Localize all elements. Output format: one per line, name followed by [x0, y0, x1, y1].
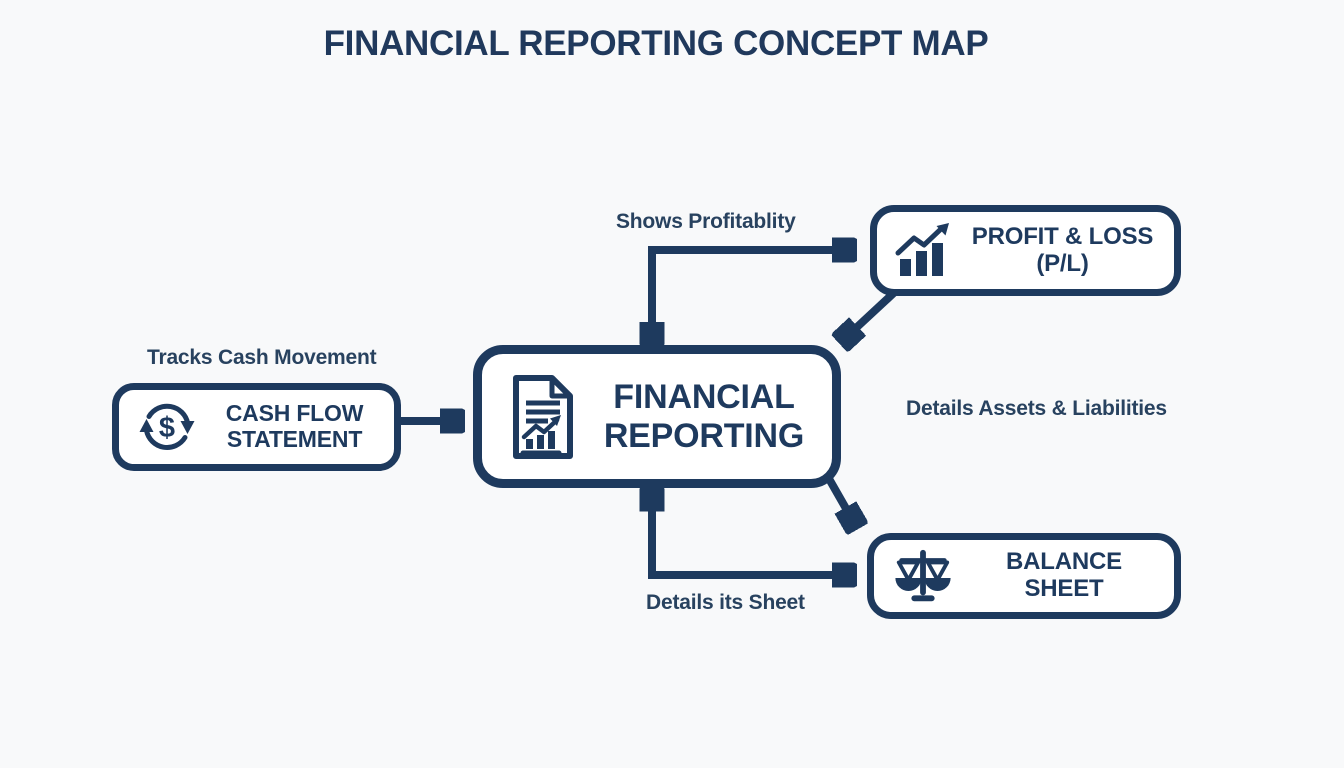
- bar-chart-growth-icon: [895, 222, 949, 276]
- mini-trend-arrowhead: [550, 414, 561, 426]
- node-label-line1: FINANCIAL: [613, 378, 795, 417]
- document-chart-icon: [513, 374, 573, 459]
- edge-label-details-assets-liabilities: Details Assets & Liabilities: [906, 397, 1167, 420]
- arrow-financial-to-balance-sheet-diagonal: [824, 475, 856, 526]
- edge-label-shows-profitability: Shows Profitablity: [616, 210, 796, 233]
- node-label-balance-sheet: BALANCE SHEET: [966, 548, 1162, 603]
- arrow-financial-to-profit-loss: [652, 250, 853, 343]
- node-cash-flow-statement: $ CASH FLOW STATEMENT: [112, 383, 401, 471]
- cycle-up-arrowhead: [139, 419, 154, 432]
- node-label-financial-reporting: FINANCIAL REPORTING: [592, 378, 816, 454]
- dollar-glyph: $: [159, 412, 175, 444]
- growth-arrowhead: [936, 222, 949, 235]
- cash-cycle-icon: $: [139, 403, 195, 450]
- node-label-line2: (P/L): [1036, 249, 1089, 277]
- node-label-line2: STATEMENT: [226, 426, 363, 452]
- node-balance-sheet: BALANCE SHEET: [867, 533, 1181, 619]
- node-label-line1: CASH FLOW: [225, 400, 364, 427]
- cycle-down-arrowhead: [180, 421, 195, 434]
- node-label-cash-flow: CASH FLOW STATEMENT: [207, 400, 382, 453]
- node-label-line1: PROFIT & LOSS: [971, 222, 1154, 250]
- node-label-profit-loss: PROFIT & LOSS (P/L): [963, 222, 1162, 278]
- arrow-profit-loss-to-financial: [842, 286, 901, 341]
- balance-scales-icon: [895, 549, 951, 602]
- node-label-line1: BALANCE SHEET: [1006, 548, 1122, 602]
- page-title: FINANCIAL REPORTING CONCEPT MAP: [323, 24, 989, 63]
- edge-label-tracks-cash-movement: Tracks Cash Movement: [147, 346, 377, 369]
- node-financial-reporting: FINANCIAL REPORTING: [473, 345, 841, 488]
- node-profit-loss: PROFIT & LOSS (P/L): [870, 205, 1181, 296]
- edge-label-details-its-sheet: Details its Sheet: [646, 591, 805, 614]
- node-label-line2: REPORTING: [603, 416, 805, 455]
- arrow-financial-to-balance-sheet-elbow: [652, 490, 853, 575]
